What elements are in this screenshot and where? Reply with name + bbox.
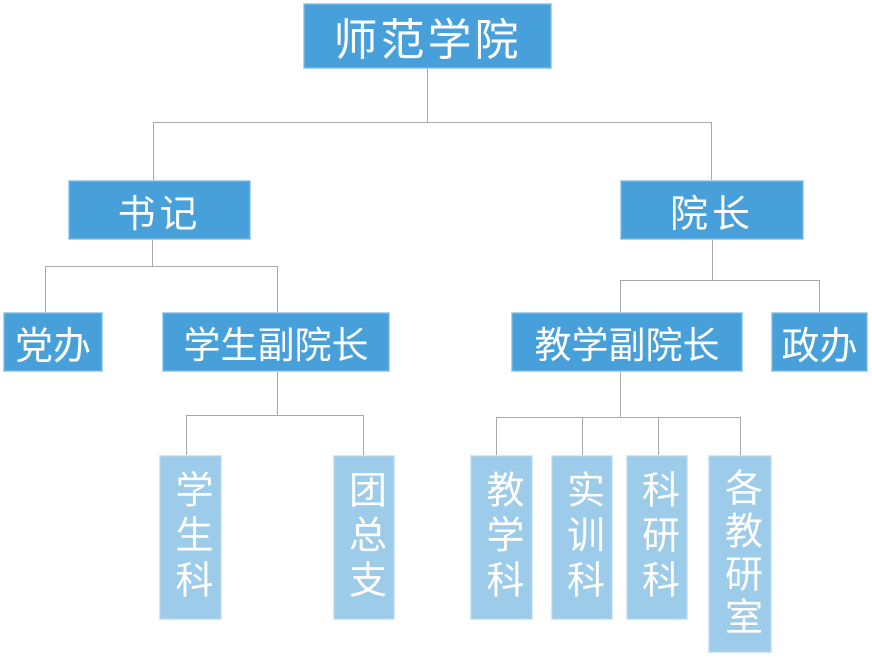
org-node-student-vice-dean: 学生副院长 <box>162 312 390 372</box>
org-node-youth-league-branch: 团总支 <box>333 455 395 620</box>
connector-teaching-vice-drop <box>620 372 621 418</box>
org-node-teaching-research-rooms: 各教研室 <box>708 455 772 653</box>
connector-teaching-vice-rail <box>496 417 740 418</box>
org-node-teaching-vice-dean: 教学副院长 <box>511 312 743 372</box>
connector-teach-res-office-riser <box>740 417 741 455</box>
connector-root-drop <box>427 69 428 122</box>
connector-admin-office-riser <box>819 280 820 312</box>
connector-teaching-vice-riser <box>620 280 621 312</box>
connector-student-section-riser <box>186 415 187 455</box>
connector-teaching-section-riser <box>496 417 497 455</box>
org-node-root: 师范学院 <box>303 3 552 69</box>
org-node-dean: 院长 <box>620 180 804 240</box>
org-node-secretary: 书记 <box>68 180 251 240</box>
org-node-student-section: 学生科 <box>159 455 222 620</box>
connector-student-vice-riser <box>277 266 278 312</box>
connector-training-section-riser <box>582 417 583 455</box>
connector-dean-riser <box>711 122 712 180</box>
org-node-teaching-section: 教学科 <box>470 455 533 620</box>
connector-dean-drop <box>712 240 713 281</box>
connector-youth-league-riser <box>363 415 364 455</box>
connector-research-section-riser <box>658 417 659 455</box>
org-node-party-office: 党办 <box>3 312 103 372</box>
org-node-training-section: 实训科 <box>551 455 613 620</box>
connector-secretary-drop <box>152 240 153 267</box>
connector-student-vice-drop <box>277 372 278 416</box>
org-node-admin-office: 政办 <box>771 312 868 372</box>
org-node-research-section: 科研科 <box>626 455 688 620</box>
connector-student-vice-rail <box>186 415 363 416</box>
connector-level2-rail <box>153 122 712 123</box>
connector-dean-rail <box>620 280 819 281</box>
connector-party-office-riser <box>45 266 46 312</box>
connector-secretary-riser <box>153 122 154 180</box>
connector-secretary-rail <box>45 266 277 267</box>
